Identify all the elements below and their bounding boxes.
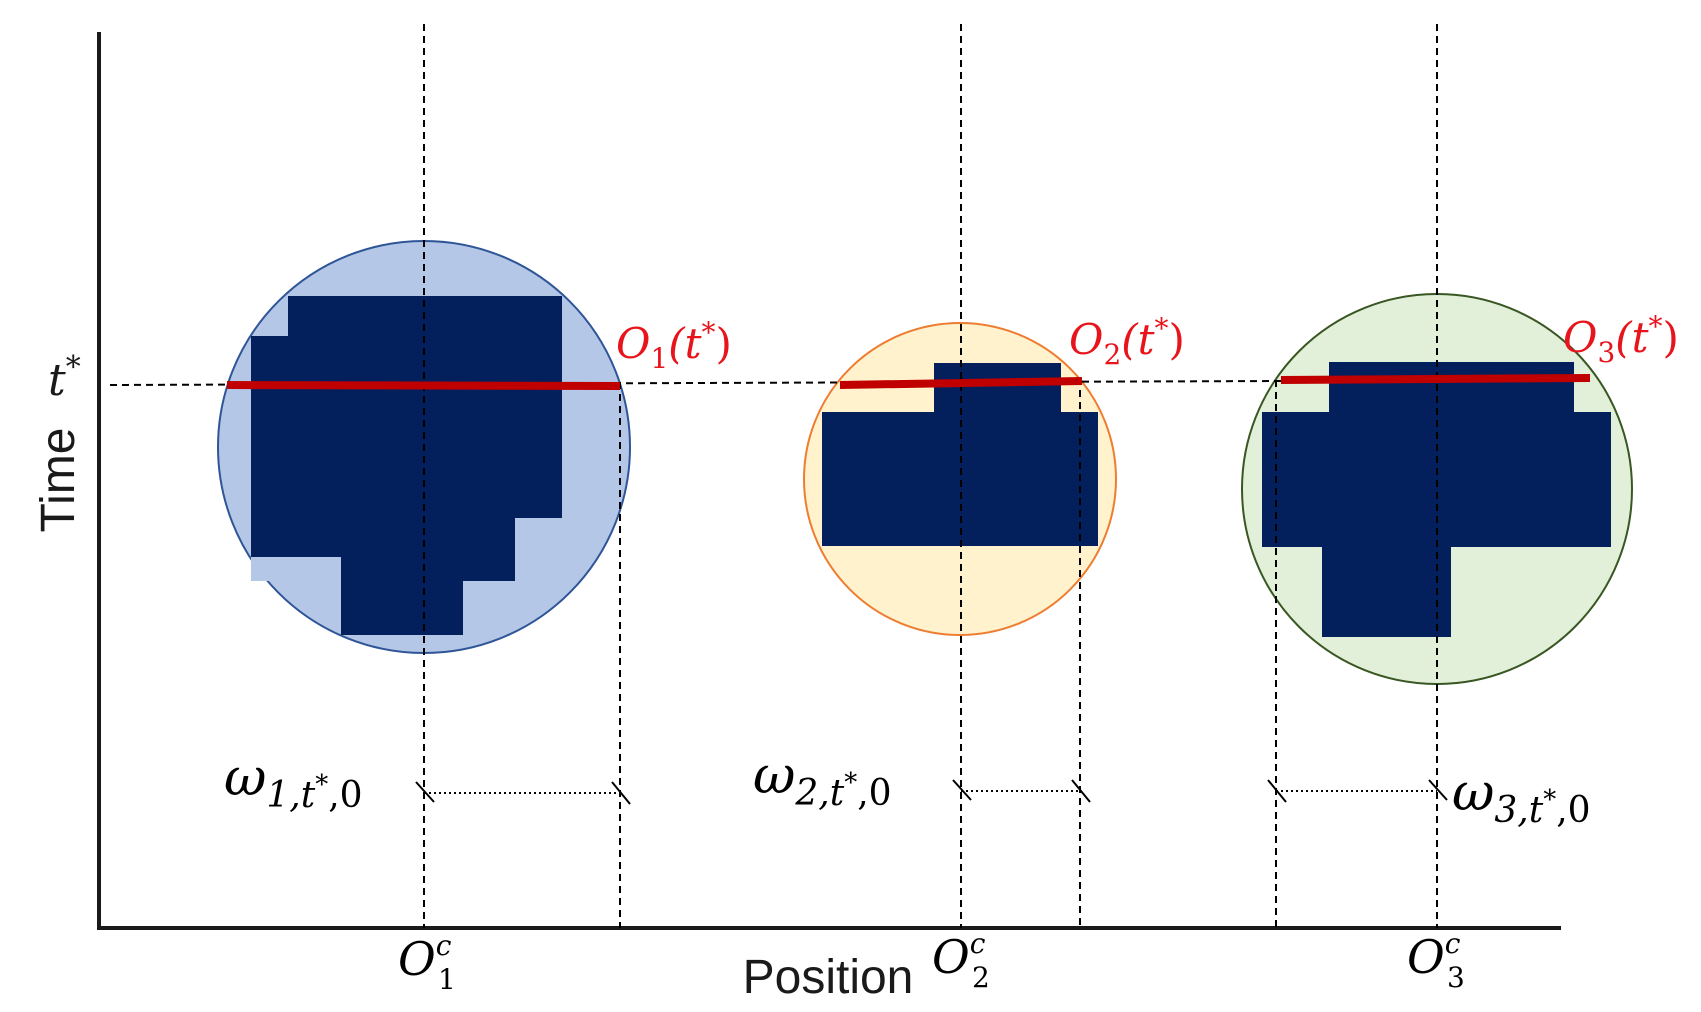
c-2-sub: 2: [972, 961, 990, 994]
x-axis-label: Position: [743, 951, 914, 1004]
weight-label-2: ω2,t*,0: [753, 746, 892, 814]
object-1-occupancy-steps: [341, 580, 463, 635]
weight-spans: [424, 790, 1437, 794]
c-3-sup: c: [1445, 927, 1461, 960]
weight-tick: [415, 781, 435, 803]
occ-2-argsup: *: [1155, 312, 1169, 345]
y-axis-label-text: Time: [32, 428, 85, 533]
c-3-sub: 3: [1447, 961, 1465, 994]
occ-3-argsup: *: [1649, 310, 1663, 343]
weight-tick: [1428, 779, 1448, 801]
c-1-sub: 1: [438, 963, 456, 996]
weight-tick: [611, 781, 631, 805]
trajectory-segments: [226, 374, 1591, 390]
object-1-occupancy-gaps: [251, 518, 562, 581]
w-1-base: ω: [224, 748, 266, 808]
w-1-sub-post: ,0: [328, 775, 362, 816]
y-axis-label: Time: [32, 428, 85, 533]
weight-label-3: ω3,t*,0: [1452, 763, 1591, 831]
occ-2-arg: (t: [1121, 315, 1154, 364]
weight-label-1: ω1,t*,0: [224, 748, 363, 816]
trajectory-1: [226, 381, 621, 390]
weight-tick: [952, 779, 972, 801]
w-1-sub-sup: *: [315, 770, 328, 800]
occ-1-close: ): [716, 319, 732, 368]
w-2-sub-sup: *: [844, 768, 857, 798]
occupancy-label-2: O2(t*): [1069, 312, 1185, 371]
c-2-sup: c: [970, 927, 986, 960]
t-star-sup: *: [66, 350, 81, 385]
occ-1-script: O: [616, 319, 650, 368]
w-2-base: ω: [753, 746, 795, 806]
occ-1-argsup: *: [702, 316, 716, 349]
occ-3-close: ): [1663, 313, 1679, 362]
occ-1-arg: (t: [668, 319, 701, 368]
occupancy-label-3: O3(t*): [1563, 310, 1679, 369]
occ-3-arg: (t: [1615, 313, 1648, 362]
c-1-sup: c: [436, 929, 452, 962]
w-3-sub-pre: 3,t: [1494, 790, 1543, 831]
occ-2-script: O: [1069, 315, 1103, 364]
occ-3-sub: 3: [1597, 336, 1615, 369]
c-3-base: O: [1407, 930, 1445, 984]
w-2-sub-pre: 2,t: [794, 773, 844, 814]
w-1-sub-pre: 1,t: [266, 775, 315, 816]
occ-2-sub: 2: [1103, 338, 1121, 371]
vertical-guides: [423, 24, 1438, 928]
w-3-sub-post: ,0: [1556, 790, 1590, 831]
trajectory-3: [1280, 374, 1591, 384]
weight-tick: [1267, 779, 1287, 803]
c-2-base: O: [932, 930, 970, 984]
w-2-sub-post: ,0: [857, 773, 891, 814]
trajectory-2: [839, 377, 1083, 389]
c-1-base: O: [398, 932, 436, 986]
weight-span-ticks: [415, 779, 1448, 805]
weight-tick: [1071, 779, 1091, 803]
w-3-sub-sup: *: [1543, 785, 1556, 815]
x-axis-label-text: Position: [743, 951, 914, 1004]
axes: [97, 32, 1561, 930]
t-star-label: t*: [48, 350, 81, 406]
w-3-base: ω: [1452, 763, 1494, 823]
t-star-base: t: [48, 355, 66, 406]
occupancy-label-1: O1(t*): [616, 316, 732, 375]
occ-2-close: ): [1169, 315, 1185, 364]
occ-3-script: O: [1563, 313, 1597, 362]
occ-1-sub: 1: [650, 342, 668, 375]
